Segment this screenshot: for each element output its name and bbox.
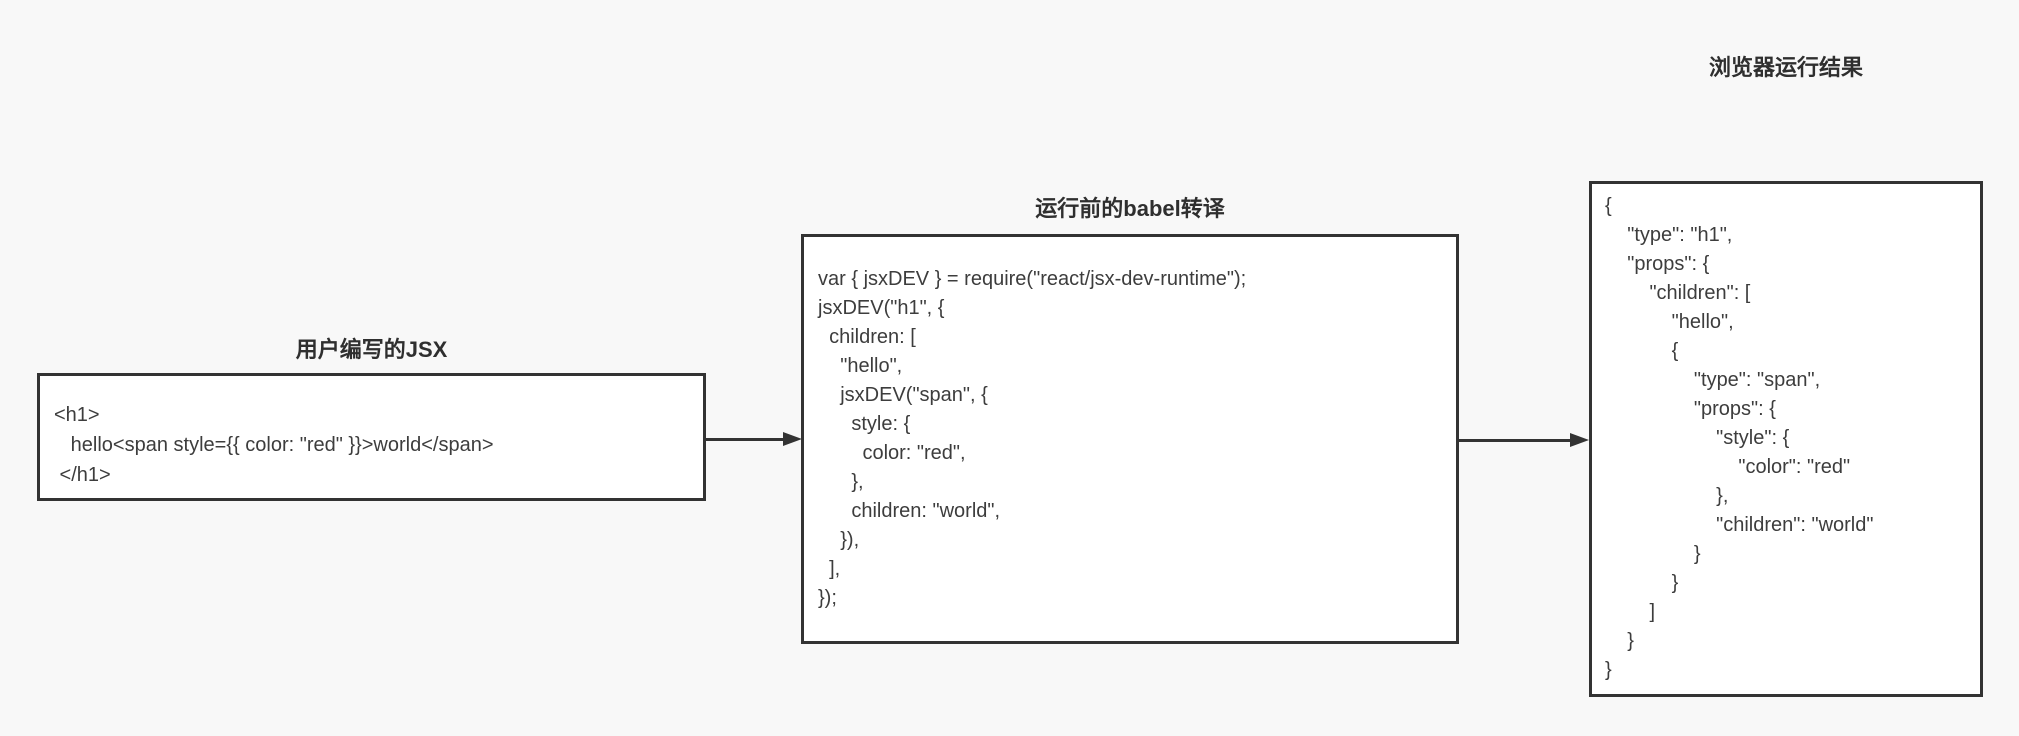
panel-title-jsx-source: 用户编写的JSX [295,337,448,362]
arrow-shaft [1459,439,1571,442]
panel-box-babel-output: var { jsxDEV } = require("react/jsx-dev-… [801,234,1459,644]
code-jsx-source: <h1> hello<span style={{ color: "red" }}… [54,404,494,486]
panel-box-jsx-source: <h1> hello<span style={{ color: "red" }}… [37,373,706,501]
panel-box-browser-result: { "type": "h1", "props": { "children": [… [1589,181,1983,697]
arrow-shaft [706,438,784,441]
arrow-head-icon [783,432,802,446]
panel-title-babel-output: 运行前的babel转译 [1035,196,1225,221]
arrow-head-icon [1570,433,1589,447]
code-babel-output: var { jsxDEV } = require("react/jsx-dev-… [818,268,1247,609]
panel-title-browser-result: 浏览器运行结果 [1708,55,1863,80]
code-browser-result: { "type": "h1", "props": { "children": [… [1605,195,1874,681]
